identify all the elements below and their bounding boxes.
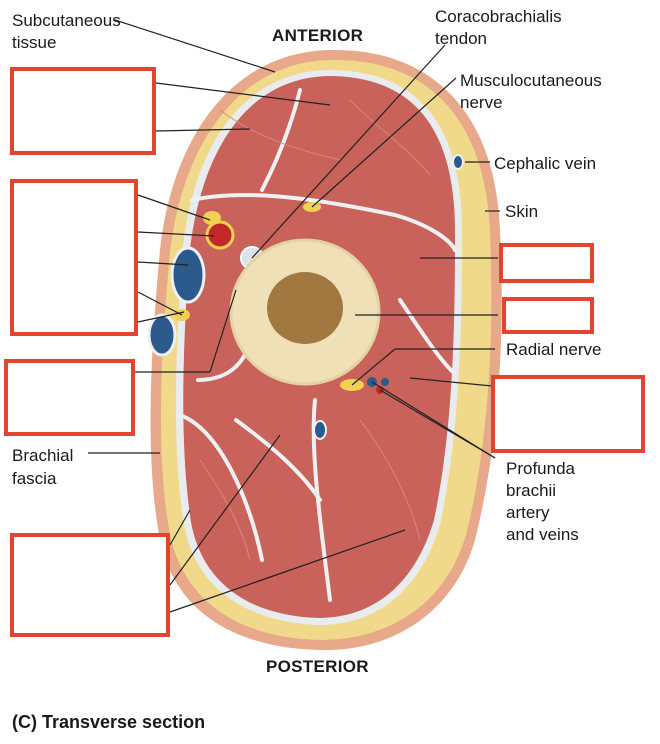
answer-box-6[interactable] [502, 297, 594, 334]
leader-box-r3 [409, 377, 493, 387]
profunda-label-3: artery [506, 503, 550, 522]
leader-box2-a [137, 194, 211, 221]
skin-label: Skin [505, 202, 539, 221]
leader-subcutaneous [114, 19, 276, 73]
small-vessel [313, 420, 327, 440]
profunda-label-1: Profunda [506, 459, 575, 478]
figure-caption: (C) Transverse section [12, 712, 206, 732]
brachial-artery [205, 220, 235, 250]
cephalic-vein-label: Cephalic vein [494, 154, 597, 173]
subcutaneous-tissue-label-2: tissue [12, 33, 57, 52]
brachial-fascia-label-1: Brachial [12, 446, 74, 465]
septum-long-head [178, 413, 264, 562]
muscle-fiber-2 [349, 99, 431, 176]
coracobrachialis-label-1: Coracobrachialis [435, 7, 562, 26]
answer-box-7[interactable] [491, 375, 645, 453]
muscle-fiber-4 [199, 459, 251, 561]
leader-box5-a [169, 434, 281, 586]
leader-box2-d [137, 291, 183, 316]
septum-biceps [260, 88, 302, 192]
answer-box-2[interactable] [10, 179, 138, 336]
leader-box1-a [155, 82, 331, 106]
leader-profunda-2 [371, 381, 496, 459]
profunda-label-2: brachii [506, 481, 557, 500]
answer-box-3[interactable] [4, 359, 135, 436]
answer-box-5[interactable] [499, 243, 594, 283]
leader-box3-b [209, 289, 237, 373]
brachial-fascia-label-2: fascia [12, 469, 57, 488]
muscle-fiber-1 [219, 109, 341, 161]
leader-radial-2 [351, 348, 396, 386]
leader-box5-c [169, 509, 191, 546]
musculocutaneous-label-2: nerve [460, 93, 503, 112]
leader-box2-c [137, 261, 189, 266]
profunda-vein-2 [381, 378, 389, 386]
coracobrachialis-label-2: tendon [435, 29, 487, 48]
answer-box-1[interactable] [10, 67, 156, 155]
leader-musculocutaneous [311, 77, 457, 208]
cephalic-vein [452, 154, 464, 170]
septum-posterior [311, 398, 332, 602]
leader-box2-b [137, 231, 215, 237]
anterior-label: ANTERIOR [272, 26, 364, 45]
brachial-vein-2 [147, 313, 177, 357]
profunda-label-4: and veins [506, 525, 579, 544]
subcutaneous-tissue-label-1: Subcutaneous [12, 11, 121, 30]
musculocutaneous-label-1: Musculocutaneous [460, 71, 602, 90]
leader-coracobrachialis [251, 44, 446, 259]
leader-box2-e [137, 311, 185, 323]
brachial-vein-1 [170, 246, 206, 304]
septum-lateral [398, 298, 455, 374]
muscle-fiber-3 [359, 419, 421, 541]
humerus-marrow [267, 272, 343, 344]
posterior-label: POSTERIOR [266, 657, 369, 676]
median-nerve [203, 211, 221, 225]
septum-posterior-2 [234, 418, 322, 502]
leader-box5-b [169, 529, 406, 613]
radial-nerve-label: Radial nerve [506, 340, 602, 359]
leader-box1-b [155, 128, 251, 132]
answer-box-4[interactable] [10, 533, 170, 637]
septum-anterior [190, 193, 457, 252]
